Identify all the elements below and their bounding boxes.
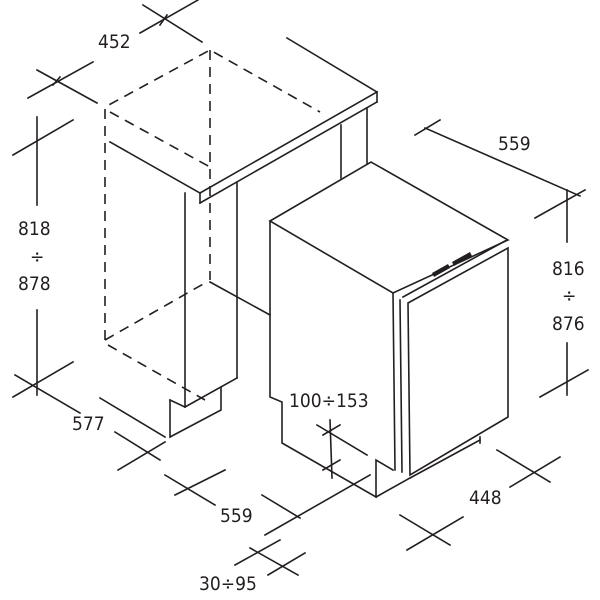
appliance-depth-top-label: 559 <box>498 133 531 155</box>
cabinet-height-separator: ÷ <box>30 246 45 268</box>
countertop <box>108 36 379 205</box>
control-panel-buttons <box>452 252 472 266</box>
plinth-height-label: 100÷153 <box>289 390 369 412</box>
cabinet-width-label: 452 <box>98 31 131 53</box>
control-panel-display <box>432 264 450 277</box>
cabinet-depth-label: 577 <box>72 413 105 435</box>
side-panel <box>168 182 272 439</box>
appliance-height-separator: ÷ <box>562 285 577 307</box>
appliance-height-max-label: 876 <box>552 313 585 335</box>
cabinet-height-min-label: 818 <box>18 218 51 240</box>
appliance-depth-bottom-label: 559 <box>220 505 253 527</box>
appliance-height-min-label: 816 <box>552 258 585 280</box>
cabinet-height-max-label: 878 <box>18 273 51 295</box>
dishwasher-door <box>407 246 509 477</box>
appliance-width-label: 448 <box>469 487 502 509</box>
dimension-lines <box>11 0 590 577</box>
plinth-offset-label: 30÷95 <box>199 573 257 595</box>
cabinet-niche-outline <box>104 49 321 401</box>
dishwasher <box>268 161 510 499</box>
